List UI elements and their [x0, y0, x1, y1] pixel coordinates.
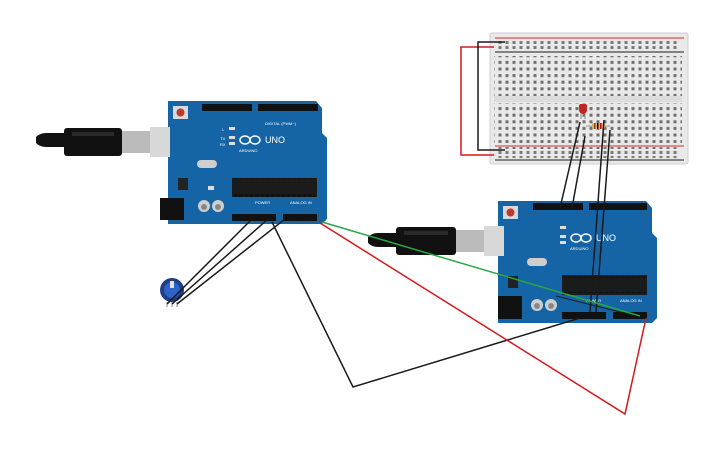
wire-black[interactable]	[176, 218, 286, 305]
arduino-uno-2[interactable]: UNO ARDUINO POWER ANALOG IN	[498, 201, 657, 323]
wire-black[interactable]	[589, 119, 605, 313]
board-brand-label: ARDUINO	[239, 148, 257, 153]
microcontroller-chip	[232, 178, 317, 197]
board-model-label: UNO	[265, 135, 285, 145]
rx-led-label: RX	[220, 142, 226, 147]
arduino-uno-1[interactable]: DIGITAL (PWM~) UNO ARDUINO L TX RX POWER	[160, 101, 327, 224]
usb-cable-2[interactable]	[368, 226, 504, 256]
wire-green[interactable]	[321, 221, 641, 317]
arduino-logo-icon	[239, 135, 261, 145]
wire-black[interactable]	[571, 135, 586, 209]
wire-black[interactable]	[171, 218, 269, 305]
power-header-label: POWER	[255, 200, 270, 205]
resistor[interactable]	[586, 123, 610, 129]
wires	[166, 41, 647, 416]
potentiometer[interactable]	[160, 278, 184, 307]
wire-black[interactable]	[555, 295, 637, 317]
wire-black[interactable]	[166, 218, 253, 305]
digital-header-label: DIGITAL (PWM~)	[265, 121, 297, 126]
breadboard[interactable]	[489, 32, 689, 165]
usb-cable-1[interactable]	[36, 127, 170, 157]
power-header-label: POWER	[586, 298, 601, 303]
analog-header-label: ANALOG IN	[290, 200, 312, 205]
l-led-label: L	[222, 127, 225, 132]
board-brand-label: ARDUINO	[570, 246, 588, 251]
wire-black[interactable]	[477, 41, 505, 151]
wire-black[interactable]	[595, 129, 611, 313]
crystal-icon	[197, 160, 217, 168]
wire-black[interactable]	[559, 121, 581, 209]
red-led[interactable]	[579, 104, 587, 119]
board-model-label: UNO	[596, 233, 616, 243]
microcontroller-chip	[562, 275, 647, 295]
power-jack	[498, 296, 522, 319]
power-jack	[160, 198, 184, 220]
arduino-logo-icon	[570, 233, 592, 243]
wire-red[interactable]	[319, 222, 647, 416]
crystal-icon	[527, 258, 547, 266]
wire-black[interactable]	[271, 221, 581, 388]
tx-led-label: TX	[220, 136, 225, 141]
analog-header-label: ANALOG IN	[620, 298, 642, 303]
